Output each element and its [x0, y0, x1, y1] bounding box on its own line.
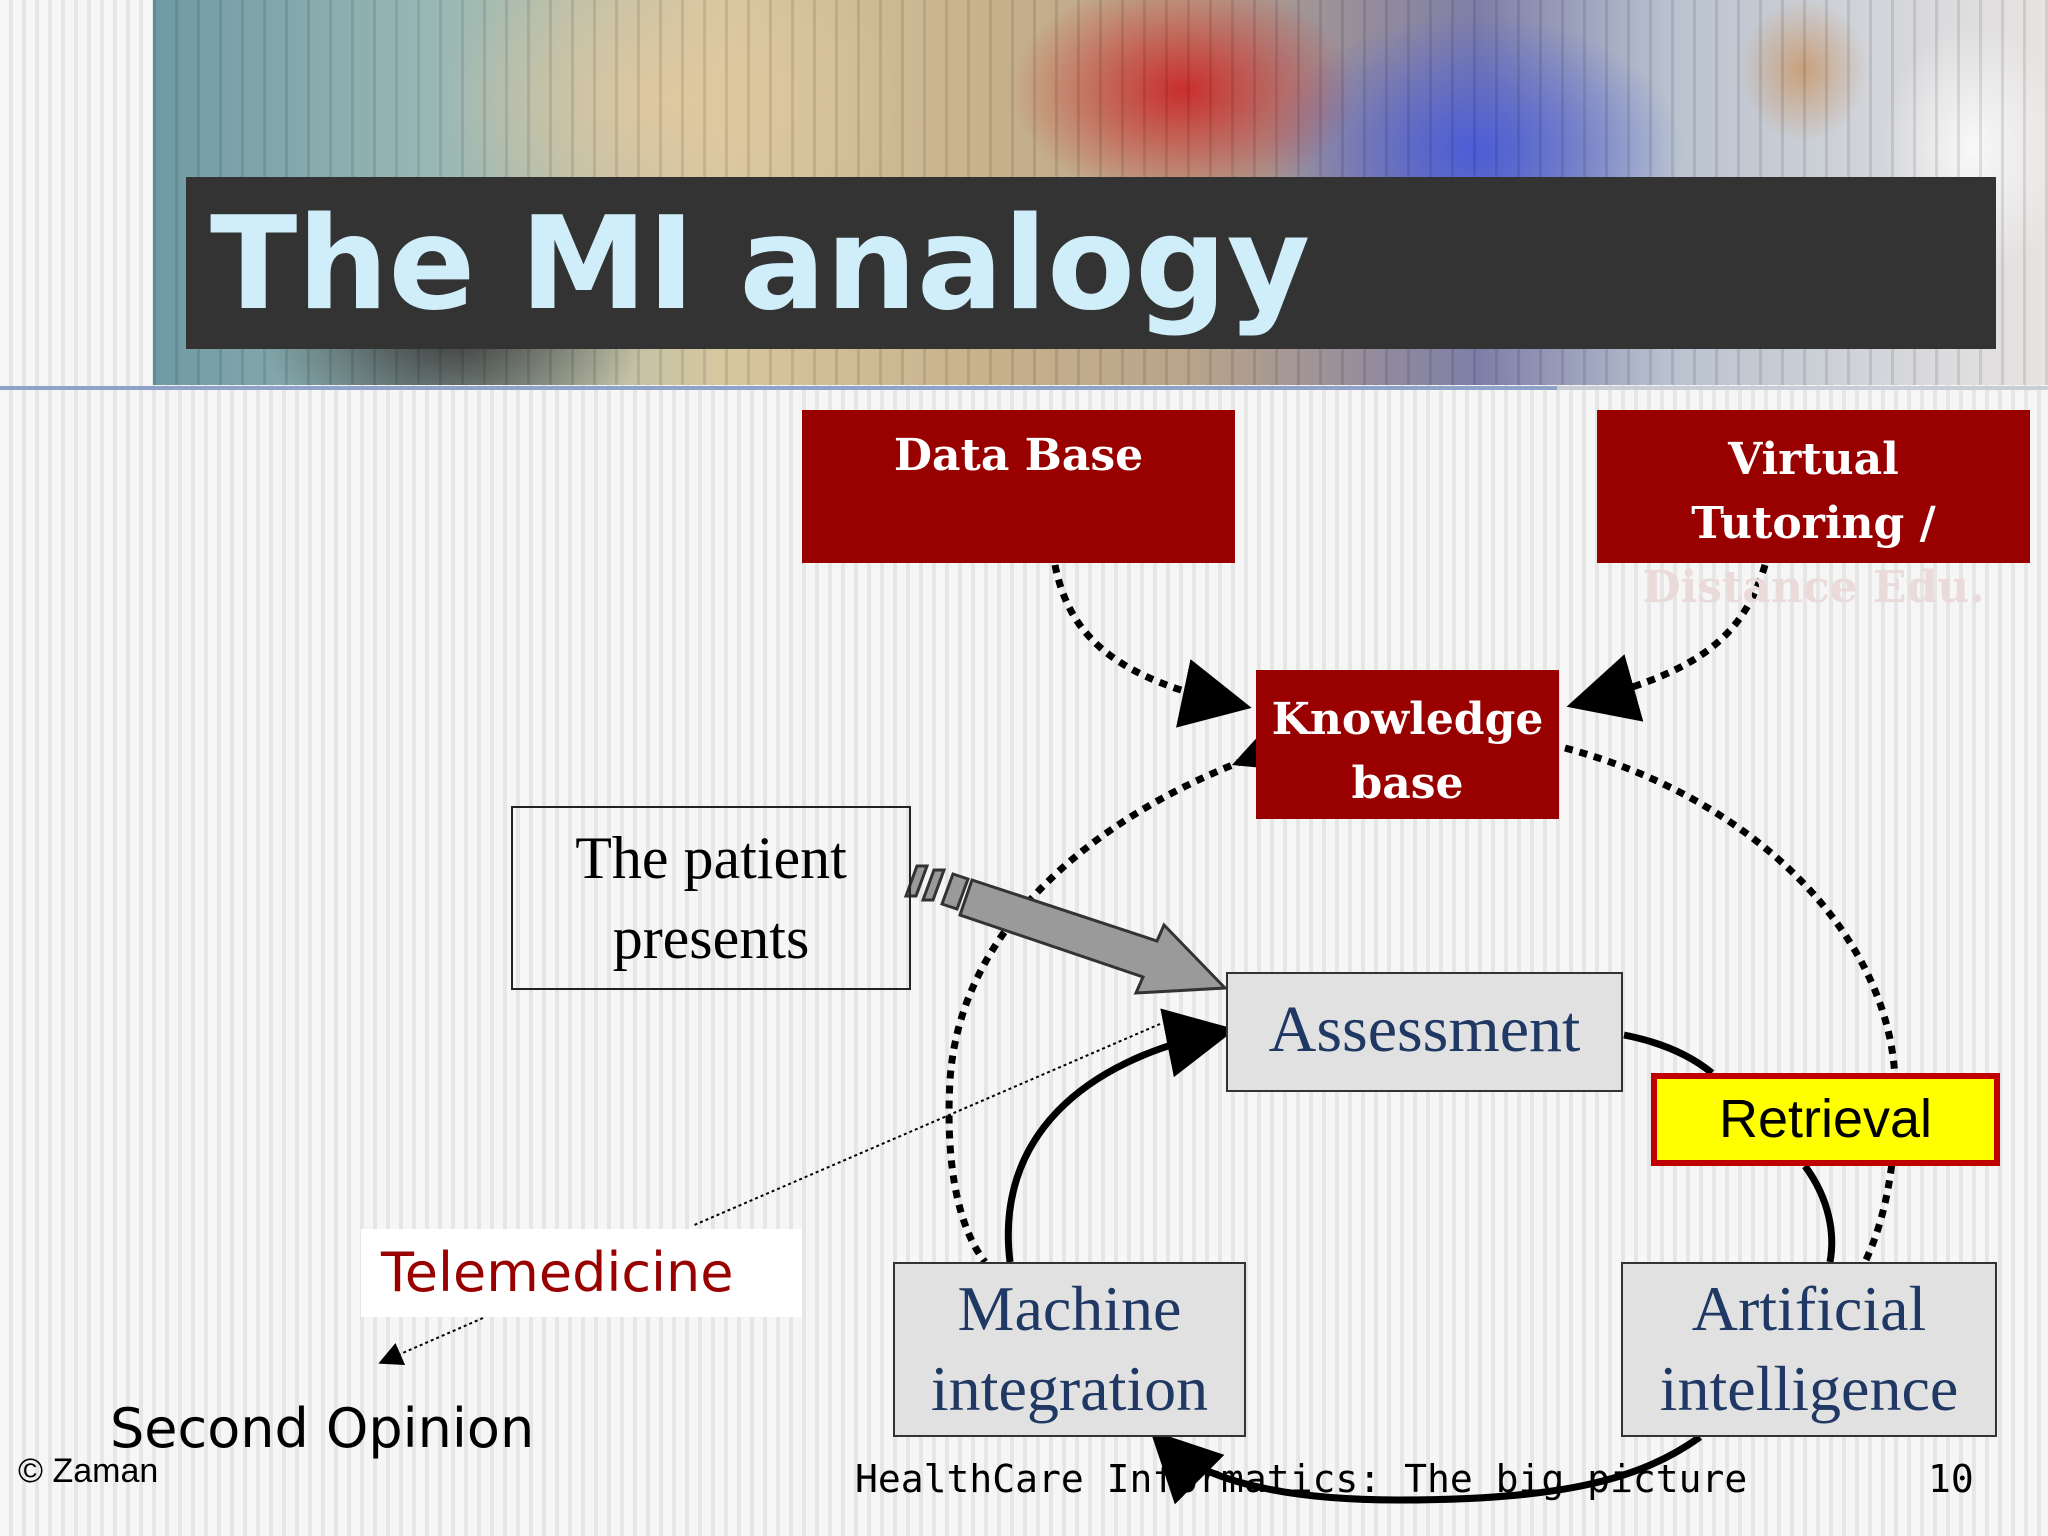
virtual-to-knowledge-arrow: [1566, 564, 1769, 722]
database-to-knowledge-arrow: [1051, 564, 1252, 728]
virtual-tutoring-line2: Tutoring /: [1691, 498, 1936, 549]
copyright-text: © Zaman: [18, 1452, 159, 1490]
knowledge-base-line2: base: [1351, 758, 1464, 809]
database-box: Data Base: [802, 410, 1235, 563]
knowledge-cycle-dotted-right: [1564, 744, 1899, 1264]
telemedicine-label: Telemedicine: [361, 1229, 802, 1317]
title-banner: The MI analogy: [0, 0, 2048, 390]
artificial-intelligence-line1: Artificial: [1691, 1273, 1927, 1344]
telemedicine-dotted-line: [691, 1023, 1161, 1227]
artificial-intelligence-line2: intelligence: [1659, 1353, 1959, 1424]
machine-integration-box: Machine integration: [893, 1262, 1246, 1437]
slide-title: The MI analogy: [210, 190, 1311, 339]
artificial-intelligence-box: Artificial intelligence: [1621, 1262, 1997, 1437]
patient-to-assessment-arrow: [903, 864, 1229, 995]
patient-presents-box: The patient presents: [511, 806, 911, 990]
retrieval-to-ai-line: [1802, 1163, 1836, 1263]
banner-rule-right: [1557, 386, 2048, 390]
footer-text: HealthCare Informatics: The big picture: [855, 1457, 1748, 1501]
telemedicine-to-second-opinion-arrow: [378, 1317, 484, 1366]
patient-line2: presents: [612, 905, 810, 971]
banner-rule: [0, 386, 1557, 390]
ai-to-machine-arrow: [1150, 1430, 1703, 1505]
machine-to-assessment-arrow: [1004, 1008, 1236, 1263]
virtual-tutoring-line1: Virtual: [1728, 434, 1899, 485]
assessment-box: Assessment: [1226, 972, 1623, 1092]
knowledge-base-line1: Knowledge: [1271, 694, 1544, 745]
machine-integration-line1: Machine: [957, 1273, 1182, 1344]
page-number: 10: [1928, 1457, 1974, 1501]
patient-line1: The patient: [575, 825, 847, 891]
virtual-tutoring-line3: Distance Edu.: [1642, 562, 1985, 613]
title-bar: [186, 177, 1996, 349]
assessment-to-retrieval-line: [1623, 1031, 1715, 1076]
knowledge-base-box: Knowledge base: [1256, 670, 1559, 819]
machine-integration-line2: integration: [930, 1353, 1209, 1424]
retrieval-box: Retrieval: [1651, 1073, 2000, 1166]
virtual-tutoring-box: Virtual Tutoring / Distance Edu.: [1597, 410, 2030, 613]
knowledge-cycle-dotted-left: [945, 707, 1310, 1265]
second-opinion-label: Second Opinion: [110, 1397, 535, 1460]
